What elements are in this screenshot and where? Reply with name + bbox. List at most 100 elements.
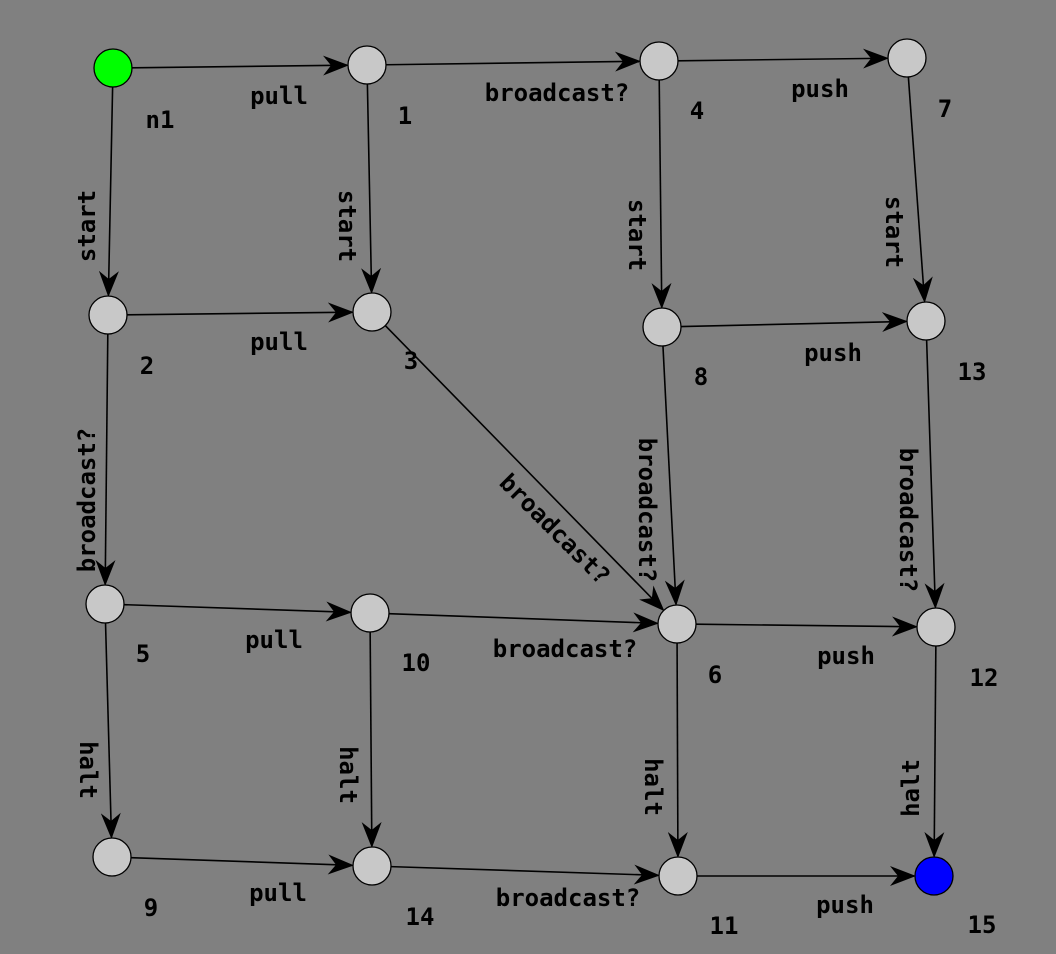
- edge-arrow: [695, 616, 919, 637]
- node-circle: [350, 593, 390, 633]
- edge-label: broadcast?: [73, 428, 101, 573]
- edge-13-12: broadcast?: [894, 339, 945, 610]
- node-n1: n1: [93, 48, 175, 134]
- edge-arrow: [388, 612, 660, 633]
- edge-14-11: broadcast?: [390, 864, 661, 912]
- node-7: 7: [887, 38, 952, 123]
- edge-label: push: [816, 891, 874, 919]
- node-label: n1: [146, 106, 175, 134]
- edge-5-9: halt: [74, 622, 121, 840]
- edge-4-7: push: [677, 48, 890, 103]
- node-label: 1: [398, 102, 412, 130]
- edge-label: pull: [250, 328, 308, 356]
- node-circle: [906, 301, 946, 341]
- edge-arrow: [924, 645, 945, 859]
- edge-1-3: start: [333, 83, 382, 295]
- edge-8-13: push: [680, 312, 909, 367]
- edge-label: broadcast?: [493, 635, 638, 663]
- node-label: 4: [690, 97, 704, 125]
- node-label: 5: [136, 640, 150, 668]
- edge-arrow: [100, 622, 121, 840]
- edge-6-11: halt: [639, 642, 688, 859]
- edge-arrow: [662, 345, 685, 607]
- edge-label: push: [804, 339, 862, 367]
- node-circle: [887, 38, 927, 78]
- edge-arrow: [385, 51, 642, 72]
- edge-label: halt: [74, 741, 102, 799]
- edge-arrow: [680, 312, 909, 332]
- edge-12-15: halt: [897, 645, 945, 859]
- edge-label: broadcast?: [494, 468, 616, 590]
- node-13: 13: [906, 301, 987, 386]
- edge-label: pull: [245, 626, 303, 654]
- node-circle: [352, 846, 392, 886]
- node-circle: [639, 41, 679, 81]
- edge-arrow: [907, 76, 933, 304]
- edge-3-6: broadcast?: [384, 325, 665, 612]
- edge-arrow: [130, 854, 355, 875]
- edge-label: broadcast?: [496, 884, 641, 912]
- edge-arrow: [361, 631, 382, 849]
- node-label: 10: [402, 649, 431, 677]
- edge-2-5: broadcast?: [73, 333, 116, 587]
- edge-label: push: [817, 642, 875, 670]
- node-circle: [85, 584, 125, 624]
- edge-1-4: broadcast?: [385, 51, 642, 107]
- node-label: 7: [938, 95, 952, 123]
- edge-arrow: [651, 79, 672, 310]
- goal-node-circle: [914, 856, 954, 896]
- node-5: 5: [85, 584, 150, 668]
- node-circle: [658, 856, 698, 896]
- edge-5-10: pull: [123, 601, 353, 654]
- edge-label: start: [880, 196, 908, 268]
- edge-n1-1: pull: [131, 55, 350, 110]
- edge-n1-2: start: [73, 86, 119, 298]
- node-circle: [642, 307, 682, 347]
- edge-label: push: [791, 75, 849, 103]
- edge-label: pull: [249, 879, 307, 907]
- node-label: 6: [708, 661, 722, 689]
- edge-arrow: [677, 48, 890, 69]
- node-10: 10: [350, 593, 431, 677]
- edge-7-13: start: [880, 76, 933, 304]
- node-label: 12: [970, 664, 999, 692]
- node-8: 8: [642, 307, 708, 391]
- node-label: 14: [406, 903, 435, 931]
- edge-4-8: start: [623, 79, 672, 310]
- edge-label: pull: [250, 82, 308, 110]
- node-15: 15: [914, 856, 996, 939]
- edge-label: halt: [639, 758, 667, 816]
- edge-arrow: [667, 642, 688, 859]
- node-label: 13: [958, 358, 987, 386]
- edge-2-3: pull: [126, 302, 355, 356]
- edge-label: start: [333, 190, 361, 262]
- edge-arrow: [924, 339, 945, 610]
- edge-arrow: [384, 325, 665, 612]
- node-label: 9: [144, 894, 158, 922]
- edge-9-14: pull: [130, 854, 355, 907]
- node-circle: [347, 45, 387, 85]
- edge-8-6: broadcast?: [633, 345, 685, 607]
- edge-label: broadcast?: [485, 79, 630, 107]
- node-circle: [88, 295, 128, 335]
- node-label: 2: [140, 352, 154, 380]
- node-circle: [916, 607, 956, 647]
- node-14: 14: [352, 846, 435, 931]
- edge-arrow: [123, 601, 353, 622]
- node-11: 11: [658, 856, 739, 940]
- node-4: 4: [639, 41, 704, 125]
- edge-6-12: push: [695, 616, 919, 670]
- node-2: 2: [88, 295, 154, 380]
- start-node-circle: [93, 48, 133, 88]
- edge-label: halt: [897, 759, 925, 817]
- edge-arrow: [361, 83, 382, 295]
- edge-arrow: [131, 55, 350, 76]
- edge-10-6: broadcast?: [388, 612, 660, 663]
- edge-arrow: [95, 333, 116, 587]
- edge-11-15: push: [697, 866, 916, 919]
- node-label: 11: [710, 912, 739, 940]
- edge-label: halt: [334, 746, 362, 804]
- edge-label: start: [73, 190, 101, 262]
- node-label: 8: [694, 363, 708, 391]
